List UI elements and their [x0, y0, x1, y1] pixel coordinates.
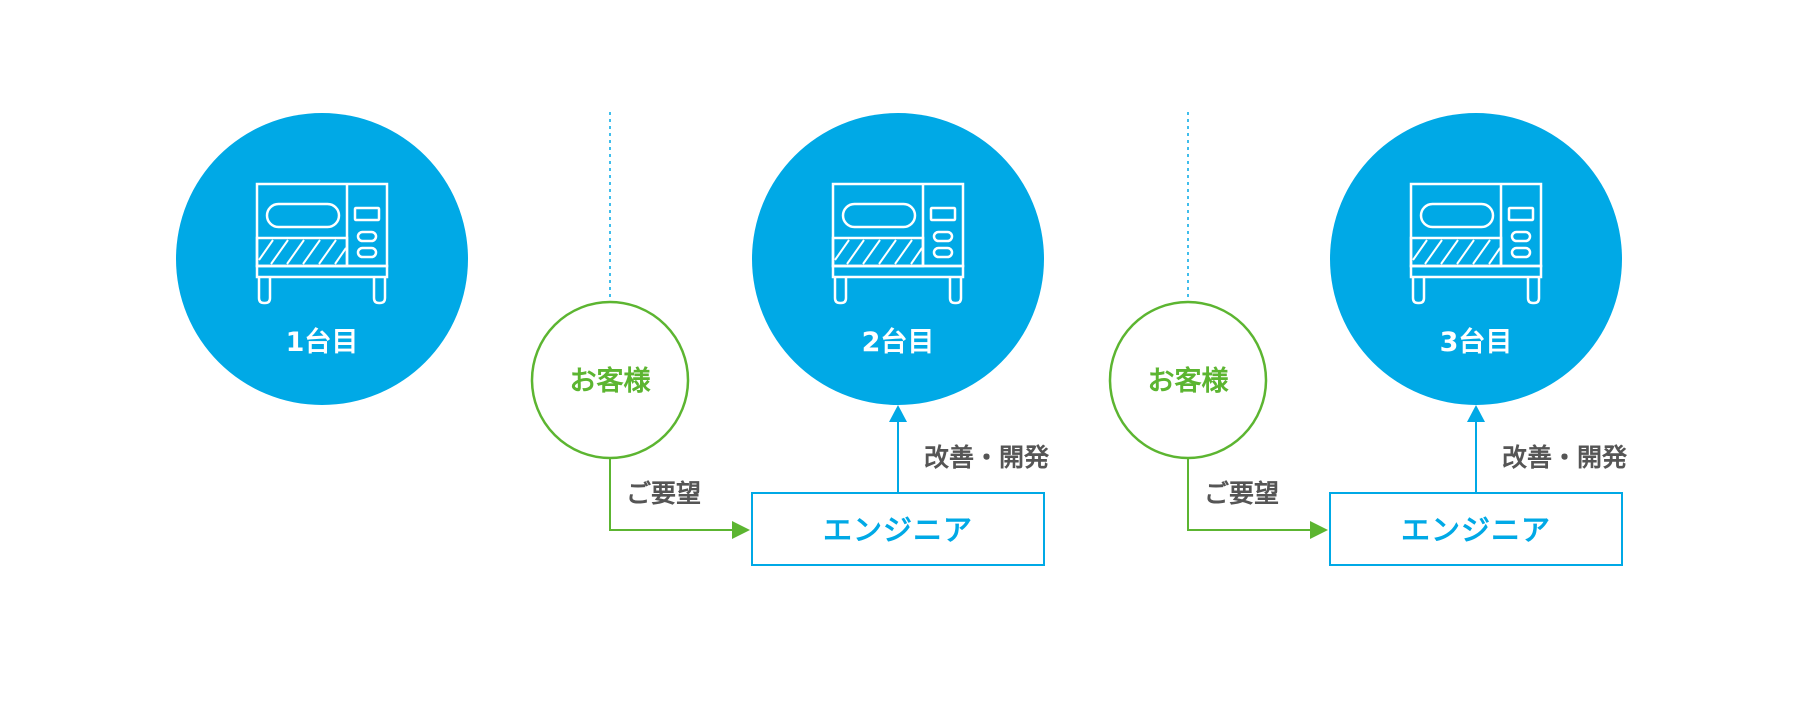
- improvement-label: 改善・開発: [1502, 443, 1628, 472]
- engineer-box: [1329, 492, 1623, 566]
- request-arrow: [1187, 458, 1310, 531]
- unit-label: 2台目: [862, 326, 935, 358]
- improvement-arrowhead: [889, 405, 907, 422]
- engineer-label: エンジニア: [823, 513, 973, 547]
- cycle-1: お客様 ご要望 エンジニア 改善・開発: [530, 112, 1050, 566]
- improvement-label: 改善・開発: [924, 443, 1050, 472]
- unit-2: 2台目: [752, 113, 1044, 405]
- request-arrow: [609, 458, 732, 531]
- unit-label: 3台目: [1440, 326, 1513, 358]
- unit-1: 1台目: [176, 113, 468, 405]
- engineer-box: [751, 492, 1045, 566]
- request-label: ご要望: [1204, 479, 1279, 508]
- cycle-2: お客様 ご要望 エンジニア 改善・開発: [1108, 112, 1628, 566]
- customer-label: お客様: [570, 365, 652, 397]
- request-arrowhead: [1310, 521, 1328, 539]
- request-arrowhead: [732, 521, 750, 539]
- improvement-arrowhead: [1467, 405, 1485, 422]
- customer-label: お客様: [1148, 365, 1230, 397]
- unit-label: 1台目: [286, 326, 359, 358]
- engineer-label: エンジニア: [1401, 513, 1551, 547]
- unit-3: 3台目: [1330, 113, 1622, 405]
- request-label: ご要望: [626, 479, 701, 508]
